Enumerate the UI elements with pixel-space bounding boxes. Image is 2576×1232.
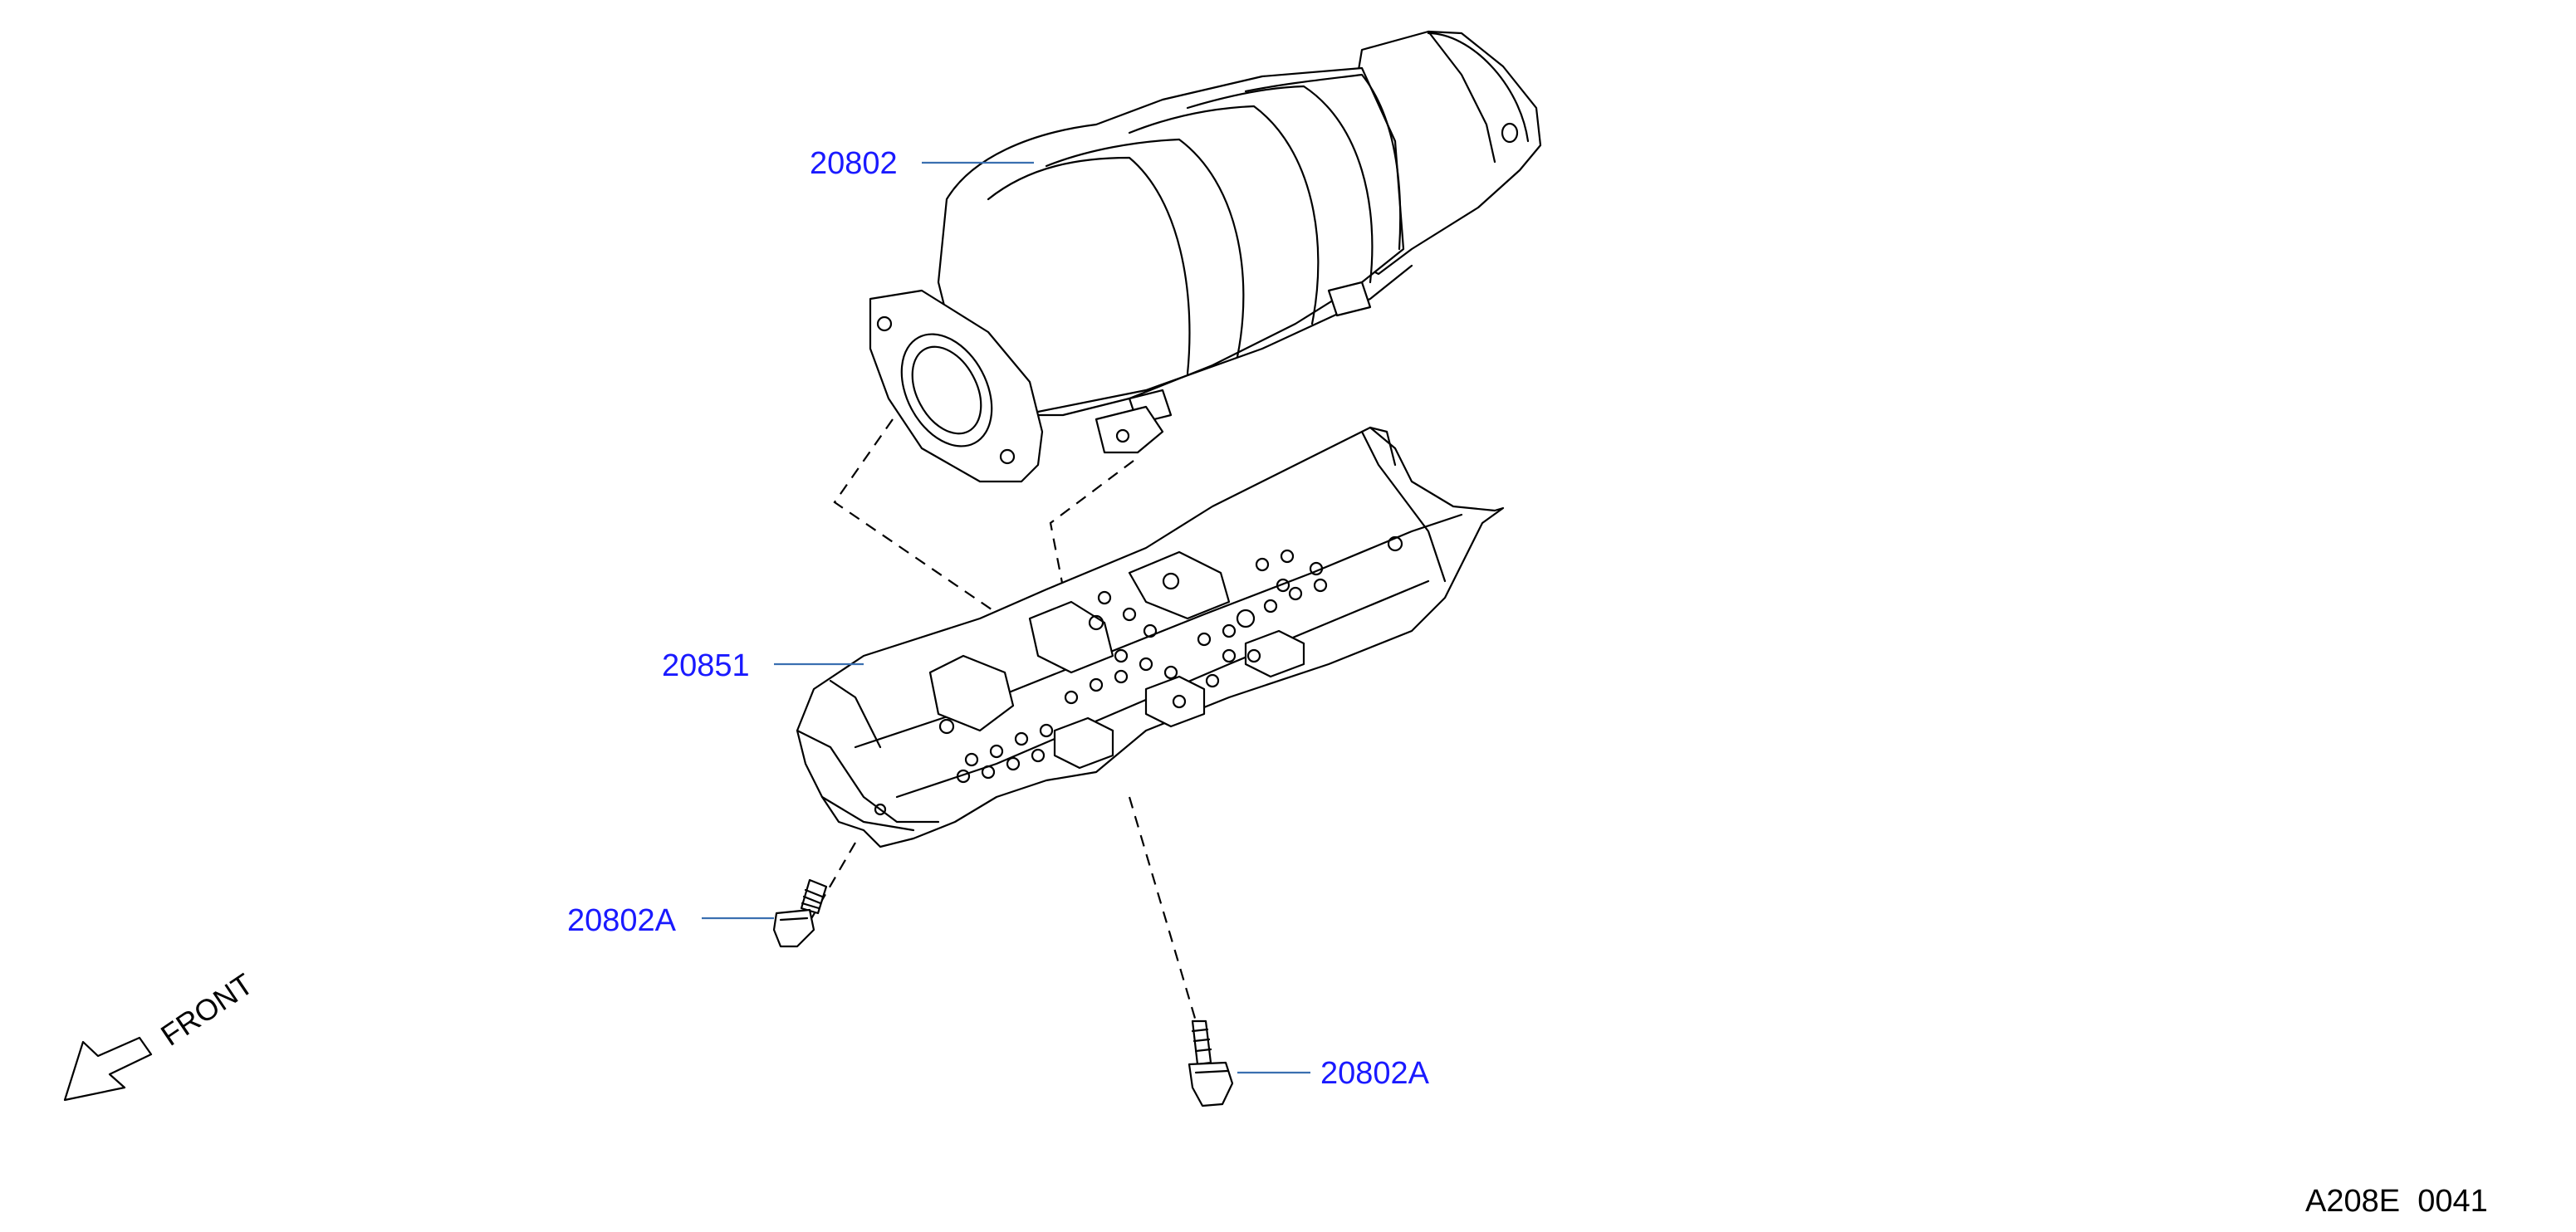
part-label-heat-insulator[interactable]: 20851	[662, 648, 750, 683]
catalytic-converter-drawing[interactable]	[869, 30, 1542, 483]
front-arrow-icon	[63, 1036, 153, 1102]
heat-insulator-drawing[interactable]	[796, 426, 1505, 848]
bolt-right-drawing[interactable]	[1188, 1019, 1234, 1107]
diagram-id: A208E 0041	[2305, 1184, 2488, 1219]
part-label-bolt-right[interactable]: 20802A	[1320, 1056, 1430, 1091]
insulator-vent-holes	[874, 549, 1328, 816]
part-label-catalytic-converter[interactable]: 20802	[810, 146, 898, 181]
assembly-line-left-bolt	[809, 842, 856, 922]
assembly-line-right-bolt	[1128, 796, 1197, 1022]
bolt-left-drawing[interactable]	[772, 878, 828, 948]
part-label-bolt-left[interactable]: 20802A	[567, 903, 677, 938]
